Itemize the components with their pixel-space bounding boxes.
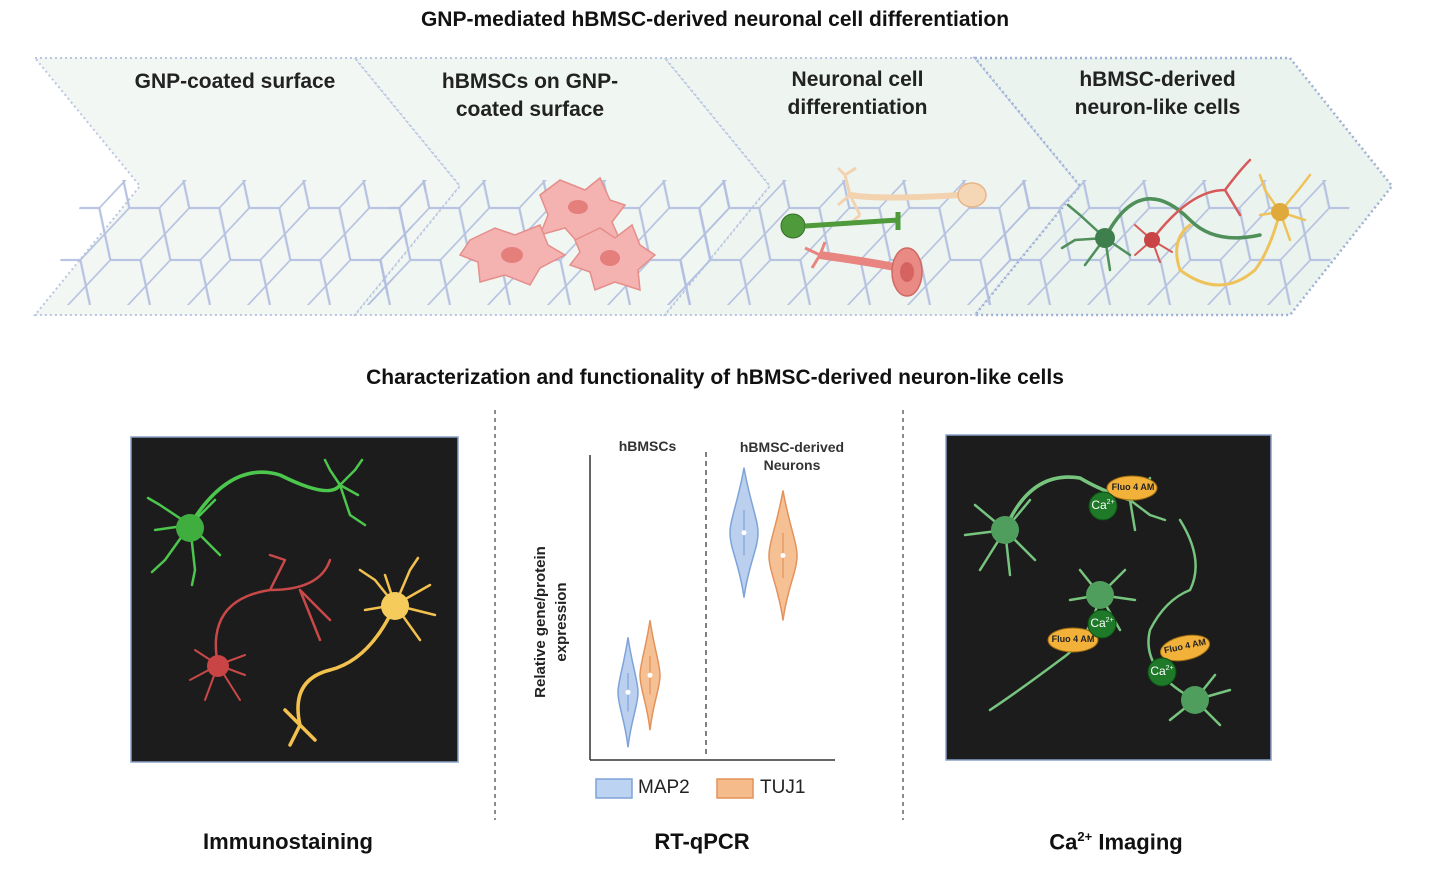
fluo-badge-3: [1159, 634, 1211, 662]
figure-title-bottom: Characterization and functionality of hB…: [366, 366, 1064, 389]
ca-imaging-panel: [945, 434, 1272, 761]
ca-ion-3: [1147, 657, 1177, 687]
violin-median-map2-0: [625, 689, 631, 695]
group-label-neurons-line1: hBMSC-derived: [739, 439, 845, 455]
ca-ion-3-sup: 2+: [1165, 665, 1174, 672]
stage-2-line2: coated surface: [455, 98, 605, 121]
violin-median-map2-1: [741, 530, 747, 536]
violin-median-tuj1-0: [647, 672, 653, 678]
y-axis-label-line2: expression: [553, 582, 570, 662]
immunostaining-panel: [130, 436, 459, 763]
ca-ion-2-main: Ca: [1090, 616, 1106, 630]
legend-swatch-map2: [595, 778, 633, 799]
label-ca-imaging: Ca2+ Imaging: [966, 829, 1266, 855]
hbmsc-cells: [458, 176, 657, 292]
gnp-hex-grid-1: [43, 180, 430, 305]
rtqpcr-chart: [589, 452, 835, 799]
ca-imaging-main: Ca: [1049, 829, 1078, 855]
stage-2-line1: hBMSCs on GNP-: [441, 70, 619, 93]
ca-ion-2-sup: 2+: [1105, 617, 1114, 624]
legend-label-map2: MAP2: [638, 777, 690, 798]
ca-imaging-sup: 2+: [1077, 829, 1093, 844]
ca-ion-1-label: Ca2+: [1089, 498, 1117, 512]
fluo-badge-1-label: Fluo 4 AM: [1111, 482, 1155, 492]
stage-3-line1: Neuronal cell: [791, 68, 924, 91]
fluo-badge-2-label: Fluo 4 AM: [1051, 634, 1095, 644]
stage-4-line2: neuron-like cells: [1074, 96, 1241, 119]
differentiating-cells: [780, 166, 987, 297]
stage-label-3: Neuronal cell differentiation: [735, 66, 980, 122]
stage-1-line1: GNP-coated surface: [134, 70, 336, 93]
figure-title-top: GNP-mediated hBMSC-derived neuronal cell…: [420, 8, 1010, 31]
ca-ion-2-label: Ca2+: [1088, 616, 1116, 630]
gnp-hex-grid-3: [663, 180, 1050, 305]
ca-ion-1-main: Ca: [1091, 498, 1107, 512]
legend-label-tuj1: TUJ1: [760, 777, 806, 798]
gnp-hex-grid-4: [973, 180, 1360, 305]
label-rtqpcr: RT-qPCR: [654, 829, 750, 854]
legend-swatch-tuj1: [716, 778, 754, 799]
stage-4-line1: hBMSC-derived: [1079, 68, 1236, 91]
ca-ion-3-main: Ca: [1150, 664, 1166, 678]
y-axis-label: Relative gene/protein expression: [530, 522, 574, 722]
stage-label-1: GNP-coated surface: [90, 68, 380, 96]
label-immunostaining: Immunostaining: [203, 829, 373, 854]
group-label-hbmscs: hBMSCs: [618, 438, 677, 454]
neuron-like-cells-network: [1060, 158, 1312, 287]
group-label-neurons: hBMSC-derived Neurons: [712, 438, 872, 474]
stage-label-4: hBMSC-derived neuron-like cells: [1040, 66, 1275, 122]
ca-ion-3-label: Ca2+: [1148, 664, 1176, 678]
y-axis-label-line1: Relative gene/protein: [532, 546, 549, 698]
fluo-badge-2: [1047, 627, 1099, 653]
ca-ion-1-sup: 2+: [1106, 499, 1115, 506]
ca-imaging-rest: Imaging: [1092, 829, 1183, 855]
group-label-neurons-line2: Neurons: [763, 457, 821, 473]
stage-3-line2: differentiation: [787, 96, 928, 119]
ca-ion-1: [1088, 491, 1118, 521]
stage-label-2: hBMSCs on GNP- coated surface: [400, 68, 660, 124]
fluo-badge-1: [1106, 475, 1158, 501]
ca-ion-2: [1087, 609, 1117, 639]
violin-median-tuj1-1: [780, 553, 786, 558]
